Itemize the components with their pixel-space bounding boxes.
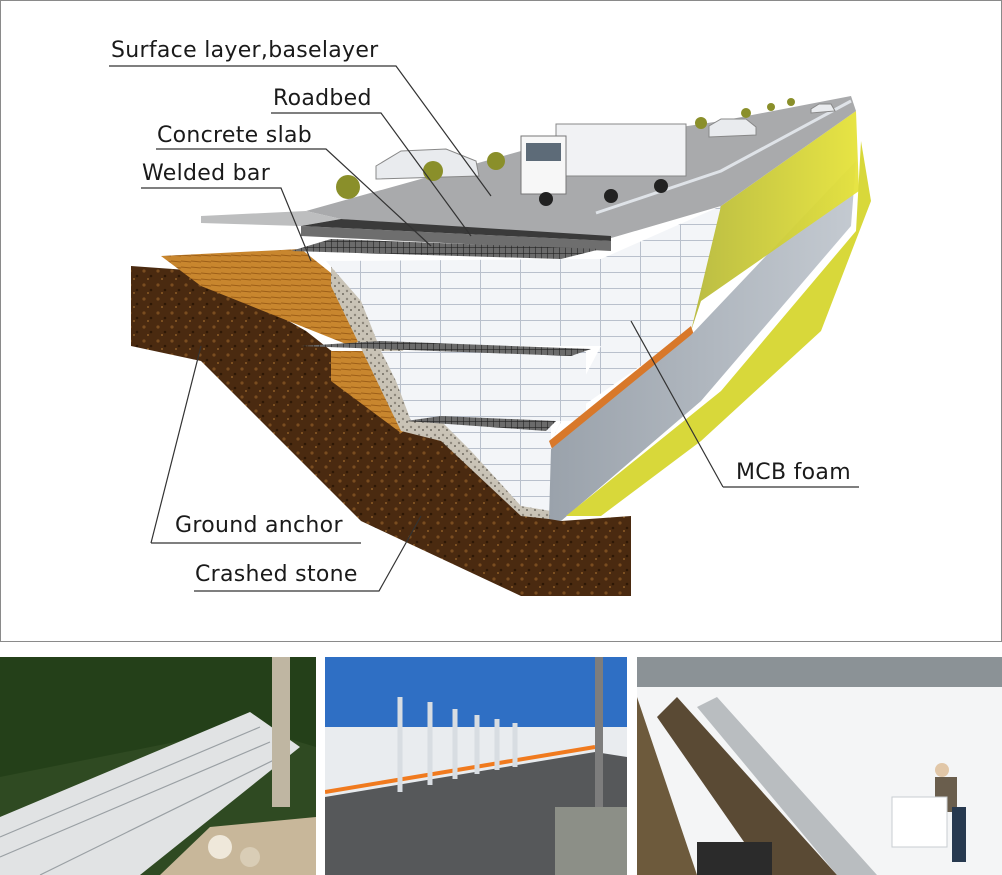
shrubs <box>336 98 795 199</box>
mcb-foam-block <box>381 351 586 421</box>
guard-rail <box>595 99 852 215</box>
diagram-frame: Surface layer,baselayer Roadbed Concrete… <box>0 0 1002 642</box>
orange-band <box>549 326 694 449</box>
welded-bar-grid <box>406 416 556 431</box>
welded-bar-grid <box>301 341 591 356</box>
road-cross-section-illustration <box>109 65 871 596</box>
soil-ground <box>131 266 631 596</box>
photo-road-construction <box>325 657 627 875</box>
label-surface-layer: Surface layer,baselayer <box>111 38 379 63</box>
wood-layer <box>161 249 391 346</box>
concrete-slab-edge <box>301 226 611 251</box>
car <box>810 103 836 114</box>
grass-slope <box>691 111 859 331</box>
welded-bar-grid <box>291 239 601 259</box>
mcb-foam-block <box>441 421 551 511</box>
surface-layer-edge <box>301 219 611 241</box>
photo-geogrid-slope <box>0 657 316 875</box>
truck <box>520 123 687 206</box>
label-ground-anchor: Ground anchor <box>175 513 343 538</box>
road-shoulder <box>201 211 341 226</box>
leader-lines <box>109 65 859 592</box>
label-crashed-stone: Crashed stone <box>195 562 358 587</box>
label-roadbed: Roadbed <box>273 86 372 111</box>
label-mcb-foam: MCB foam <box>736 460 851 485</box>
grass-slope-front <box>566 141 871 516</box>
retaining-wall-face <box>549 161 856 521</box>
photo-foam-installation <box>637 657 1002 875</box>
label-concrete-slab: Concrete slab <box>157 123 313 148</box>
car <box>708 118 757 138</box>
mcb-foam-side <box>551 206 721 441</box>
label-welded-bar: Welded bar <box>142 161 271 186</box>
mcb-foam-block <box>326 259 601 346</box>
